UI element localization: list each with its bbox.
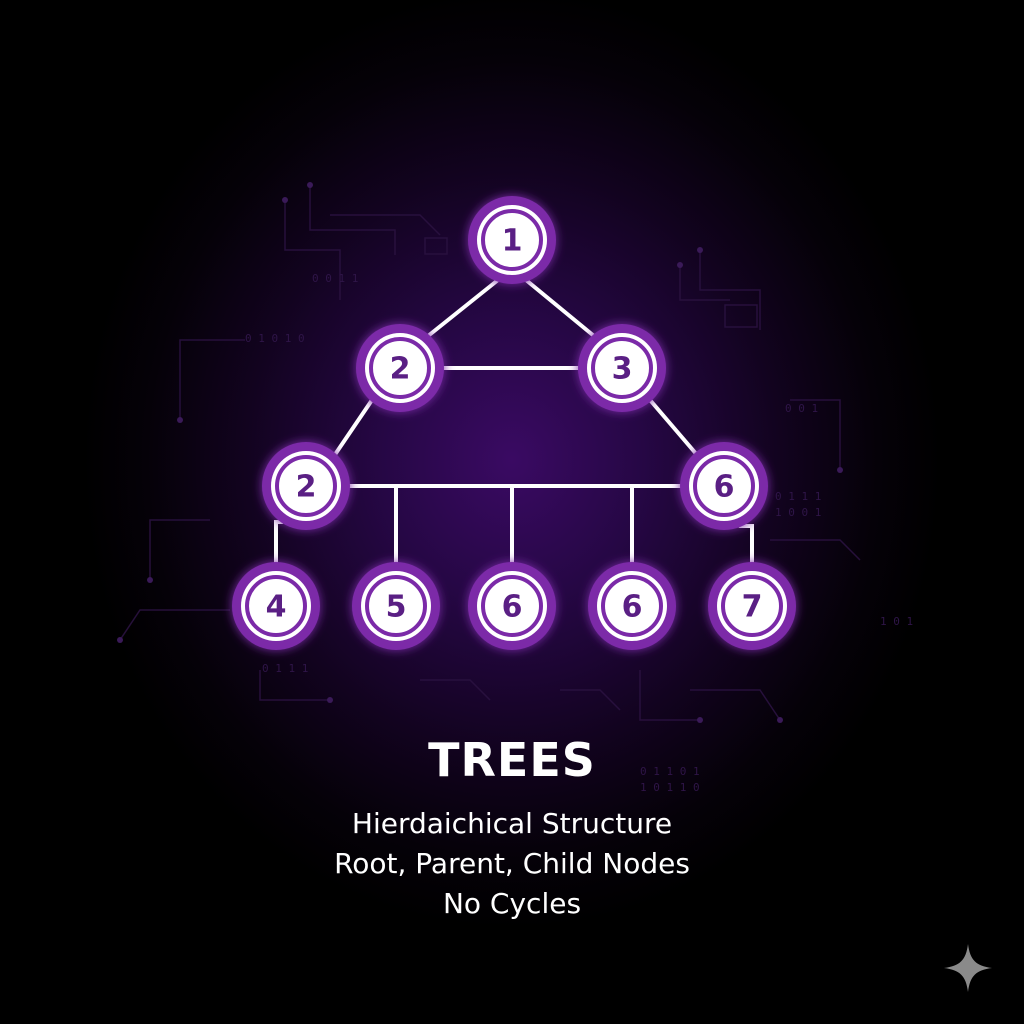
node-inner-ring: [481, 209, 543, 271]
node-white-disc: [597, 571, 667, 641]
caption-line-structure: Hierdaichical Structure: [351, 807, 673, 840]
tree-node-n7: 7: [708, 562, 796, 650]
node-label: 7: [742, 590, 763, 625]
svg-text:0 0 1: 0 0 1: [785, 402, 818, 415]
node-label: 5: [386, 590, 407, 625]
node-white-disc: [365, 333, 435, 403]
edge-6-to-7: [738, 524, 754, 564]
node-white-disc: [717, 571, 787, 641]
tree-node-n5: 5: [352, 562, 440, 650]
tree-node-n6a: 6: [680, 442, 768, 530]
node-label: 2: [390, 352, 411, 387]
svg-text:0 0 1 1: 0 0 1 1: [312, 272, 358, 285]
node-label: 1: [502, 224, 523, 259]
node-inner-ring: [591, 337, 653, 399]
svg-text:1 0 1: 1 0 1: [880, 615, 913, 628]
svg-text:0 1 0 1 0: 0 1 0 1 0: [245, 332, 305, 345]
node-white-disc: [271, 451, 341, 521]
caption-line-cycles: No Cycles: [442, 887, 582, 920]
caption-line-nodes: Root, Parent, Child Nodes: [334, 847, 690, 880]
diagram-title: TREES: [428, 733, 596, 787]
node-white-disc: [241, 571, 311, 641]
svg-text:0 1 1 1: 0 1 1 1: [775, 490, 821, 503]
tree-node-n2a: 2: [356, 324, 444, 412]
node-inner-ring: [693, 455, 755, 517]
edge-2-to-4: [274, 520, 284, 564]
svg-text:1 0 1 1 0: 1 0 1 1 0: [640, 781, 700, 794]
node-label: 6: [714, 470, 735, 505]
node-label: 6: [622, 590, 643, 625]
node-white-disc: [587, 333, 657, 403]
node-label: 2: [296, 470, 317, 505]
tree-node-n4: 4: [232, 562, 320, 650]
tree-node-n6c: 6: [588, 562, 676, 650]
node-inner-ring: [365, 575, 427, 637]
edge-1-to-3: [524, 278, 596, 338]
tree-node-n6b: 6: [468, 562, 556, 650]
node-white-disc: [361, 571, 431, 641]
svg-text:0 1 1 1: 0 1 1 1: [262, 662, 308, 675]
node-inner-ring: [275, 455, 337, 517]
tree-node-n2b: 2: [262, 442, 350, 530]
sparkle-icon: [944, 944, 992, 992]
node-inner-ring: [721, 575, 783, 637]
tree-node-n3: 3: [578, 324, 666, 412]
node-white-disc: [689, 451, 759, 521]
edge-1-to-2: [426, 278, 500, 338]
node-label: 6: [502, 590, 523, 625]
node-white-disc: [477, 205, 547, 275]
node-label: 4: [266, 590, 287, 625]
node-label: 3: [612, 352, 633, 387]
node-inner-ring: [245, 575, 307, 637]
tree-edges: [274, 278, 754, 564]
caption-block: TREES Hierdaichical Structure Root, Pare…: [0, 730, 1024, 924]
tree-nodes: 1 2 3 2 6 4 5 6 6 7: [232, 196, 796, 650]
node-inner-ring: [601, 575, 663, 637]
svg-text:1 0 0 1: 1 0 0 1: [775, 506, 821, 519]
edge-3-to-6: [648, 398, 700, 458]
edge-2-to-2: [332, 398, 374, 458]
node-inner-ring: [369, 337, 431, 399]
node-white-disc: [477, 571, 547, 641]
svg-text:0 1 1 0 1: 0 1 1 0 1: [640, 765, 700, 778]
tree-node-n1: 1: [468, 196, 556, 284]
node-inner-ring: [481, 575, 543, 637]
